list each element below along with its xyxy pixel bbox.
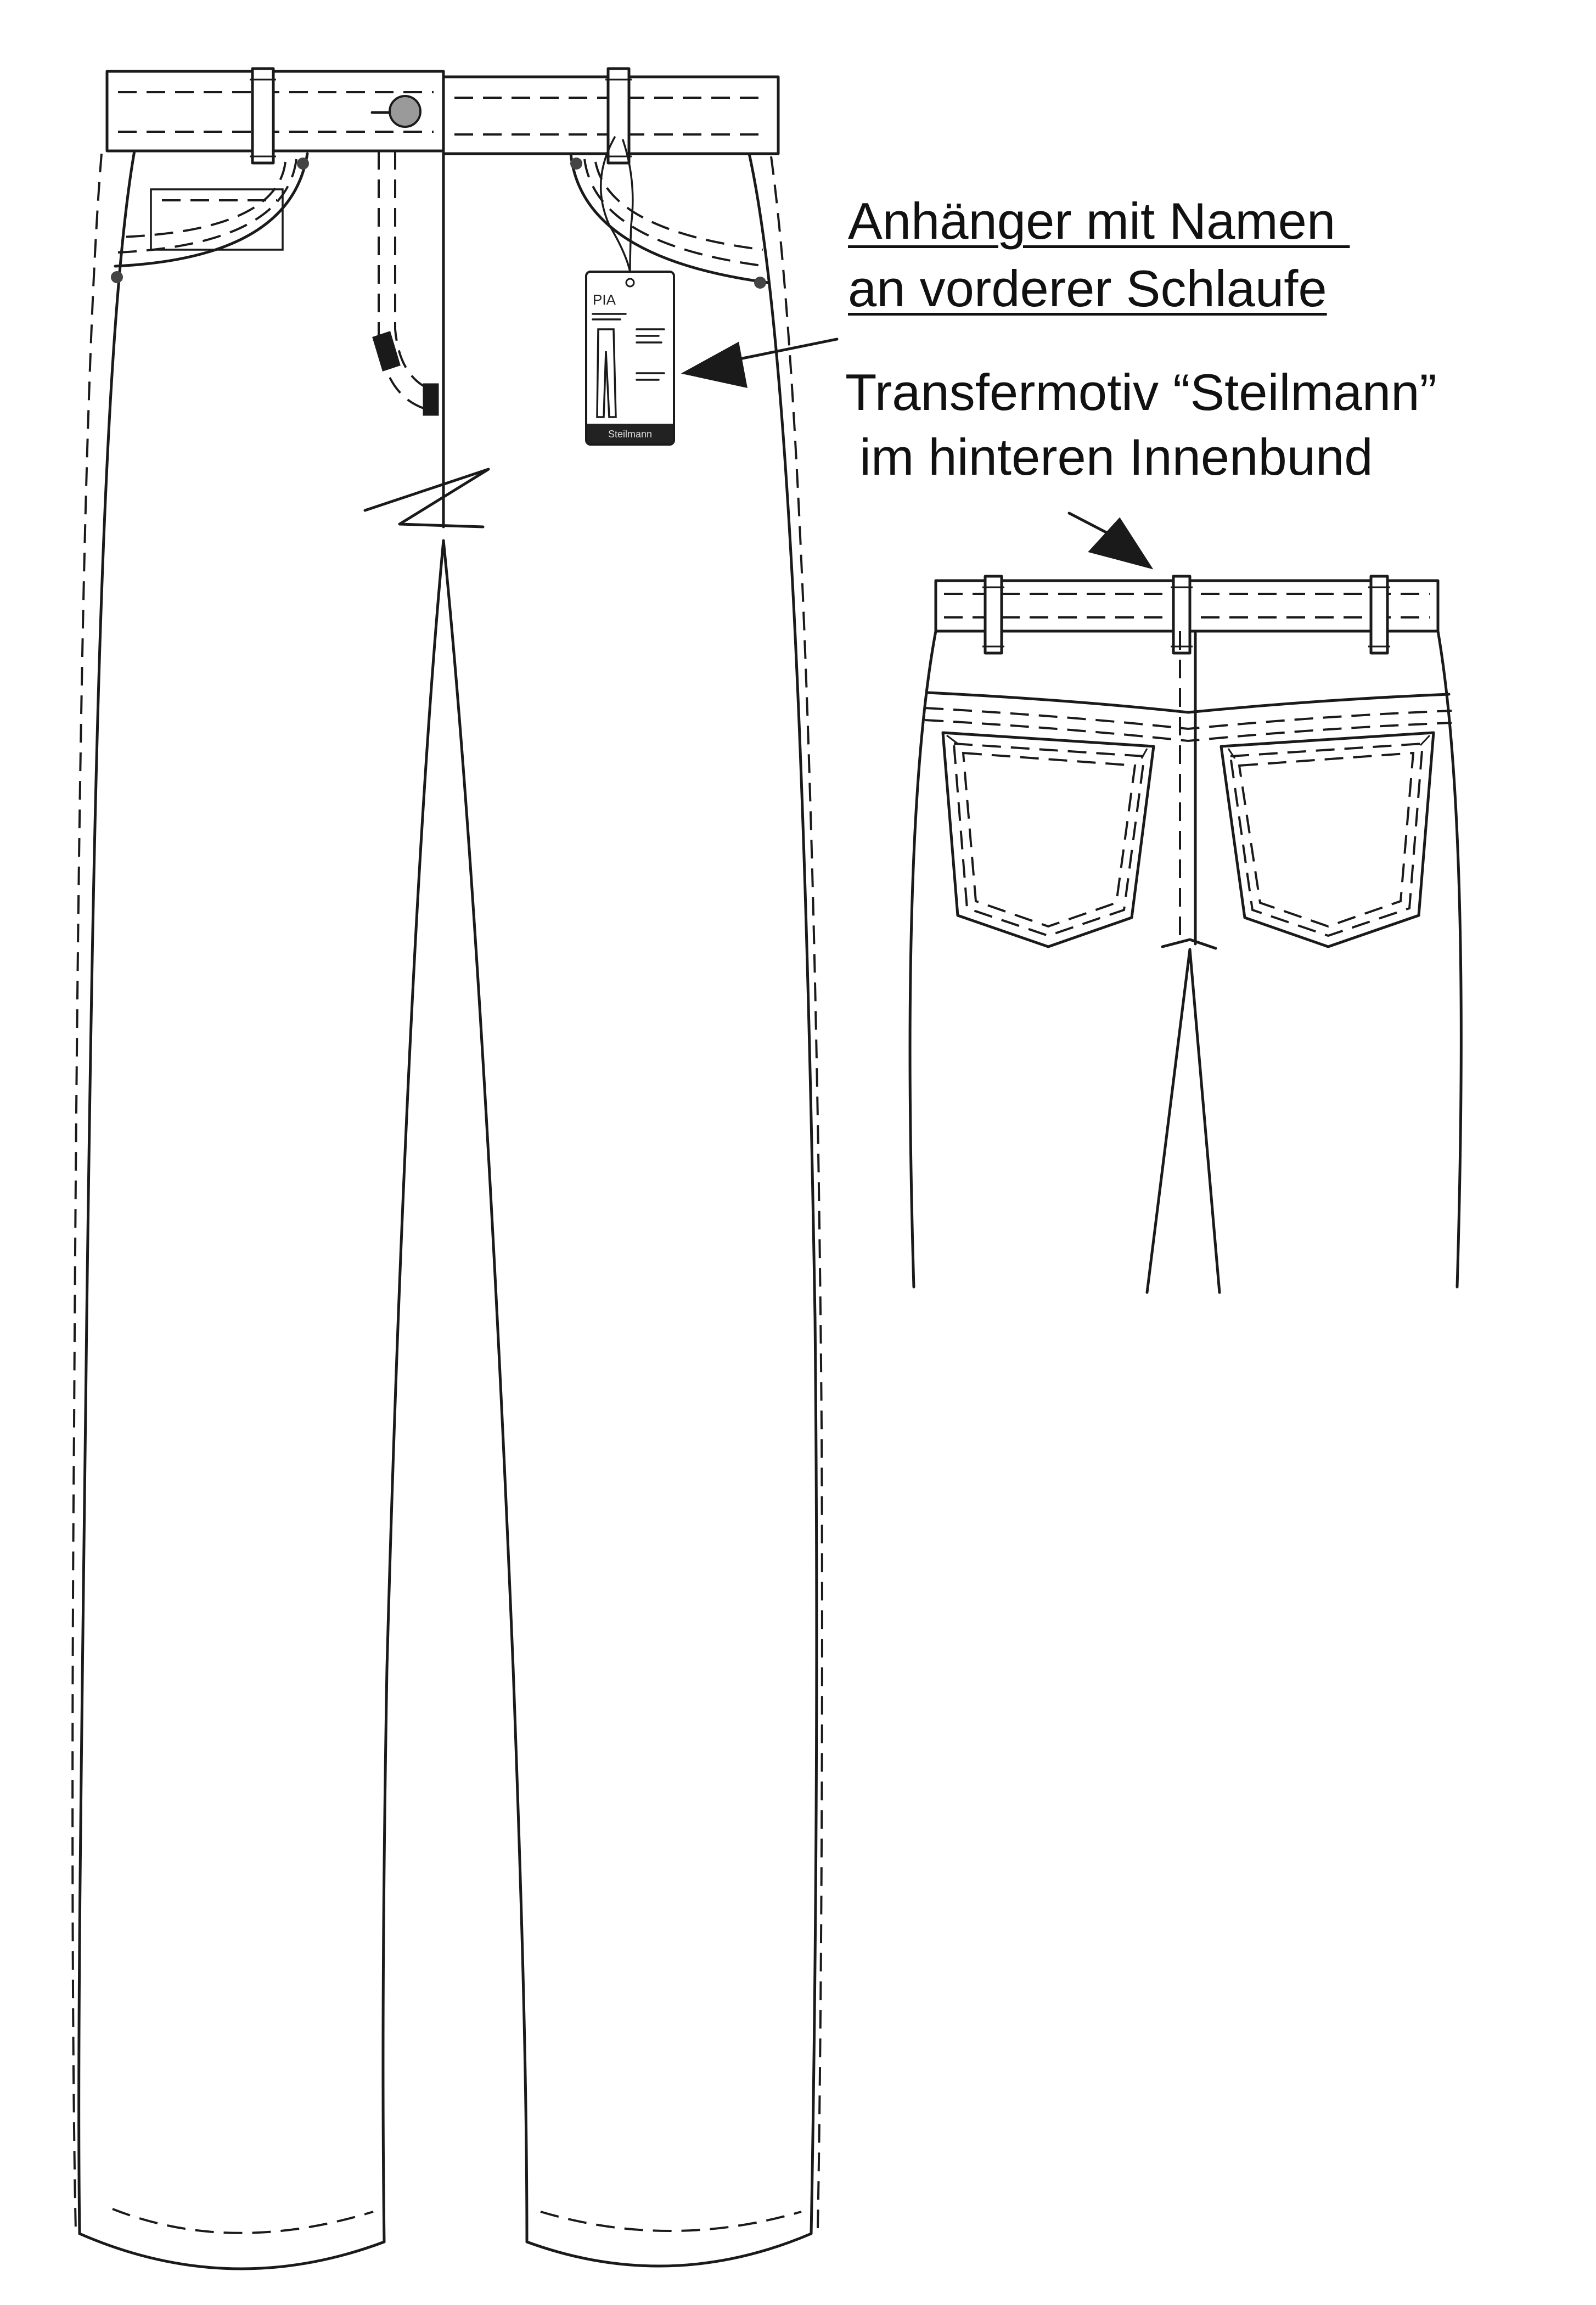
front-pocket-right (569, 152, 770, 289)
arrow-to-tag (681, 338, 839, 388)
front-waistband (105, 70, 780, 155)
cut-symbol (363, 468, 490, 529)
front-belt-loop-left (250, 67, 276, 165)
front-pocket-left (111, 152, 309, 283)
back-yoke (924, 691, 1452, 743)
waist-button (370, 95, 422, 128)
tag-annotation-line-1: Anhänger mit Namen (848, 192, 1350, 250)
transfer-annotation-line-1: Transfermotiv “Steilmann” (845, 363, 1437, 421)
tag-style-name: PIA (593, 291, 616, 308)
front-view: PIA Steilmann (71, 67, 839, 2270)
hang-tag: PIA Steilmann (585, 136, 675, 446)
front-left-leg (71, 149, 445, 2270)
back-belt-loops (982, 575, 1390, 655)
back-pocket-left (941, 731, 1155, 948)
back-view (908, 511, 1463, 1294)
back-legs (908, 629, 1463, 1294)
tag-annotation-line-2: an vorderer Schlaufe (848, 260, 1327, 317)
arrow-to-waistband (1067, 511, 1154, 570)
back-pocket-right (1220, 731, 1435, 948)
front-right-leg (442, 152, 823, 2268)
front-fly (372, 151, 439, 416)
transfer-annotation-line-2: im hinteren Innenbund (845, 428, 1373, 486)
tag-brand: Steilmann (608, 429, 652, 440)
